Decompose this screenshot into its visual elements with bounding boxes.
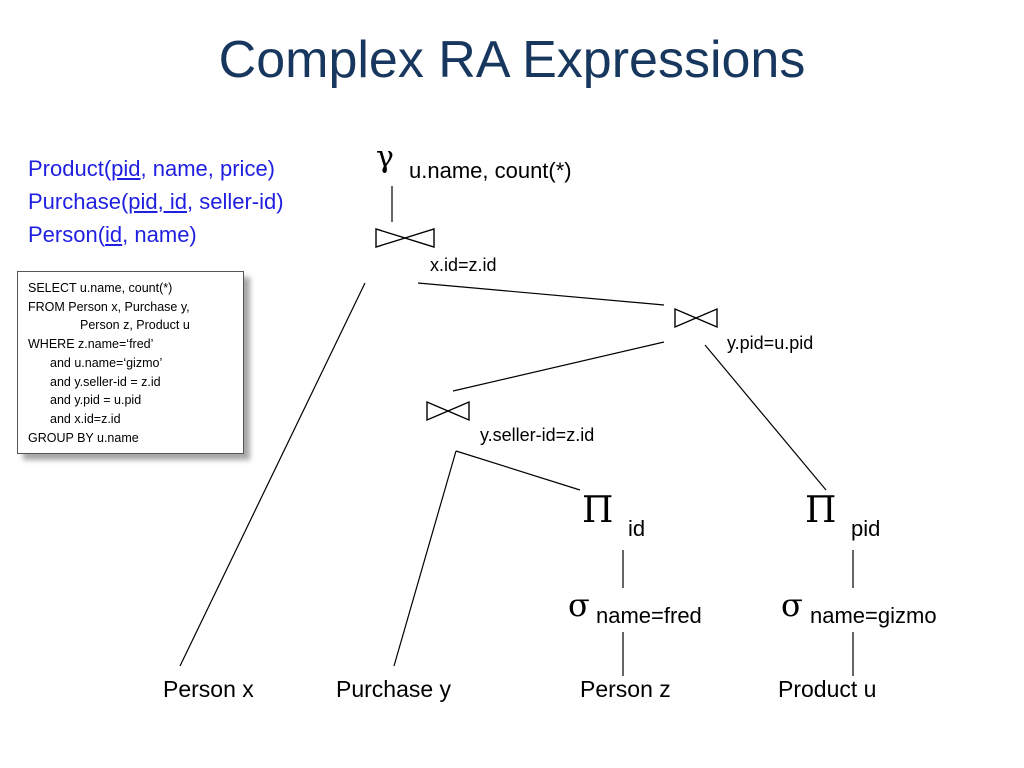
project-left-attrs: id [628, 516, 646, 541]
gamma-symbol: γ [376, 140, 394, 175]
schema-person-key: id [105, 222, 123, 247]
sql-line: and x.id=z.id [50, 411, 121, 426]
join-icon [446, 400, 470, 422]
select-left-condition: name=fred [596, 603, 702, 628]
join-icon [674, 307, 698, 329]
schema-purchase-name: Purchase( [28, 189, 129, 214]
schema-product: Product(pid, name, price) [28, 152, 284, 185]
edge-join-low-to-project-left [455, 450, 581, 491]
schema-purchase-key: pid, id [128, 189, 187, 214]
join-icon [375, 228, 408, 248]
leaf-product-u: Product u [778, 676, 877, 702]
slide-title: Complex RA Expressions [218, 31, 806, 89]
join-icon [426, 400, 450, 422]
schema-person-rest: , name) [122, 222, 197, 247]
edge-join-top-to-join-mid [417, 282, 665, 306]
edge-join-low-to-purchase-y [393, 450, 457, 667]
schema-purchase-rest: , seller-id) [187, 189, 284, 214]
sql-line: SELECT u.name, count(*) [28, 281, 173, 295]
sql-line: and y.seller-id = z.id [50, 374, 161, 389]
edge-join-mid-to-join-low [452, 341, 665, 392]
sigma-symbol-right: σ [781, 586, 803, 624]
sql-line: GROUP BY u.name [28, 430, 139, 445]
schema-block: Product(pid, name, price) Purchase(pid, … [28, 152, 284, 251]
schema-person-name: Person( [28, 222, 106, 247]
join-top-condition: x.id=z.id [430, 255, 497, 275]
sigma-symbol-left: σ [568, 586, 590, 624]
join-low-condition: y.seller-id=z.id [480, 425, 595, 445]
sql-line: FROM Person x, Purchase y, [28, 299, 190, 314]
schema-person: Person(id, name) [28, 218, 284, 251]
edge-join-mid-to-project-right [704, 344, 827, 491]
schema-product-rest: , name, price) [140, 156, 276, 181]
leaf-person-z: Person z [580, 676, 671, 702]
group-label: u.name, count(*) [409, 158, 572, 183]
sql-line: WHERE z.name=‘fred’ [28, 337, 154, 352]
leaf-person-x: Person x [163, 676, 254, 702]
schema-product-name: Product( [28, 156, 112, 181]
schema-purchase: Purchase(pid, id, seller-id) [28, 185, 284, 218]
sql-line: Person z, Product u [80, 318, 190, 333]
select-right-condition: name=gizmo [810, 603, 937, 628]
edge-join-top-to-person-x [179, 282, 366, 667]
pi-symbol-right: Π [805, 490, 837, 531]
pi-symbol-left: Π [582, 490, 614, 531]
leaf-purchase-y: Purchase y [336, 676, 452, 702]
join-icon [402, 228, 435, 248]
schema-product-key: pid [111, 156, 141, 181]
sql-line: and y.pid = u.pid [50, 393, 142, 408]
join-icon [694, 307, 718, 329]
sql-line: and u.name=‘gizmo’ [50, 355, 163, 370]
project-right-attrs: pid [851, 516, 881, 541]
join-mid-condition: y.pid=u.pid [727, 333, 814, 353]
sql-query-box: SELECT u.name, count(*) FROM Person x, P… [17, 271, 244, 454]
